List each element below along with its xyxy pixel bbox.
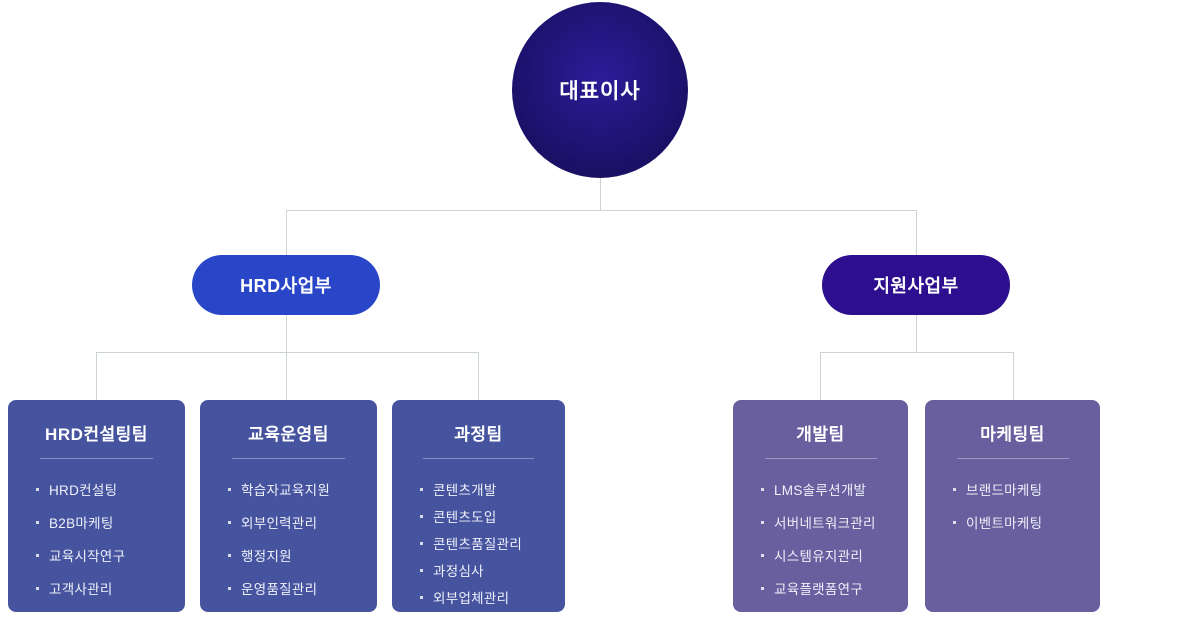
team-item-label: 콘텐츠개발 xyxy=(433,483,497,498)
connector-line xyxy=(916,315,917,352)
bullet-icon xyxy=(953,487,956,491)
connector-line xyxy=(478,352,479,400)
title-divider xyxy=(231,458,346,459)
bullet-icon xyxy=(36,586,39,590)
team-item: 시스템유지관리 xyxy=(761,545,898,565)
team-item-list: 학습자교육지원 외부인력관리 행정지원 운영품질관리 xyxy=(200,479,377,598)
connector-line xyxy=(600,178,601,210)
connector-line xyxy=(286,352,287,400)
connector-line xyxy=(286,210,287,255)
team-item: 콘텐츠도입 xyxy=(420,506,555,526)
team-item: HRD컨설팅 xyxy=(36,479,175,499)
bullet-icon xyxy=(36,553,39,557)
team-item-label: 외부인력관리 xyxy=(241,516,318,531)
team-item-label: 콘텐츠품질관리 xyxy=(433,537,523,552)
connector-line xyxy=(820,352,1013,353)
bullet-icon xyxy=(953,520,956,524)
team-item: 서버네트워크관리 xyxy=(761,512,898,532)
title-divider xyxy=(956,458,1069,459)
division-label: 지원사업부 xyxy=(873,276,959,296)
connector-line xyxy=(96,352,478,353)
division-node-support: 지원사업부 xyxy=(822,255,1010,315)
team-item-label: 고객사관리 xyxy=(49,582,113,597)
team-item: 교육플랫폼연구 xyxy=(761,578,898,598)
team-item-label: 행정지원 xyxy=(241,549,292,564)
team-item-label: HRD컨설팅 xyxy=(49,483,118,498)
bullet-icon xyxy=(36,520,39,524)
team-title: HRD컨설팅팀 xyxy=(45,425,148,444)
team-item: 콘텐츠개발 xyxy=(420,479,555,499)
team-item-label: 서버네트워크관리 xyxy=(774,516,876,531)
team-item: 외부인력관리 xyxy=(228,512,367,532)
connector-line xyxy=(1013,352,1014,400)
bullet-icon xyxy=(761,520,764,524)
team-title: 과정팀 xyxy=(454,425,503,444)
bullet-icon xyxy=(420,487,423,491)
bullet-icon xyxy=(228,553,231,557)
team-item: 학습자교육지원 xyxy=(228,479,367,499)
team-item: 교육시작연구 xyxy=(36,545,175,565)
team-item: 고객사관리 xyxy=(36,578,175,598)
team-item: LMS솔루션개발 xyxy=(761,479,898,499)
connector-line xyxy=(96,352,97,400)
team-item-label: 이벤트마케팅 xyxy=(966,516,1043,531)
team-item: 외부업체관리 xyxy=(420,587,555,607)
bullet-icon xyxy=(228,586,231,590)
team-item: 콘텐츠품질관리 xyxy=(420,533,555,553)
connector-line xyxy=(286,210,916,211)
team-card-marketing: 마케팅팀 브랜드마케팅 이벤트마케팅 xyxy=(925,400,1100,612)
team-item-label: 운영품질관리 xyxy=(241,582,318,597)
team-item-label: 과정심사 xyxy=(433,564,484,579)
team-item-label: 학습자교육지원 xyxy=(241,483,331,498)
team-title: 마케팅팀 xyxy=(980,425,1045,444)
team-card-course: 과정팀 콘텐츠개발 콘텐츠도입 콘텐츠품질관리 과정심사 외부업체관리 xyxy=(392,400,565,612)
bullet-icon xyxy=(761,487,764,491)
team-item: 운영품질관리 xyxy=(228,578,367,598)
bullet-icon xyxy=(36,487,39,491)
team-item-label: 교육시작연구 xyxy=(49,549,126,564)
team-item-label: 교육플랫폼연구 xyxy=(774,582,864,597)
team-item-list: LMS솔루션개발 서버네트워크관리 시스템유지관리 교육플랫폼연구 xyxy=(733,479,908,598)
team-item: 행정지원 xyxy=(228,545,367,565)
title-divider xyxy=(764,458,877,459)
connector-line xyxy=(286,315,287,352)
team-item-list: HRD컨설팅 B2B마케팅 교육시작연구 고객사관리 xyxy=(8,479,185,598)
bullet-icon xyxy=(228,520,231,524)
bullet-icon xyxy=(420,595,423,599)
team-item-label: 시스템유지관리 xyxy=(774,549,864,564)
connector-line xyxy=(820,352,821,400)
team-card-development: 개발팀 LMS솔루션개발 서버네트워크관리 시스템유지관리 교육플랫폼연구 xyxy=(733,400,908,612)
bullet-icon xyxy=(420,514,423,518)
division-node-hrd: HRD사업부 xyxy=(192,255,380,315)
team-item-label: 브랜드마케팅 xyxy=(966,483,1043,498)
root-node-ceo: 대표이사 xyxy=(512,2,688,178)
bullet-icon xyxy=(420,568,423,572)
team-item-list: 콘텐츠개발 콘텐츠도입 콘텐츠품질관리 과정심사 외부업체관리 xyxy=(392,479,565,607)
team-card-education-operations: 교육운영팀 학습자교육지원 외부인력관리 행정지원 운영품질관리 xyxy=(200,400,377,612)
team-title: 교육운영팀 xyxy=(248,425,329,444)
team-item: 브랜드마케팅 xyxy=(953,479,1090,499)
team-item-label: B2B마케팅 xyxy=(49,516,114,531)
team-item: 과정심사 xyxy=(420,560,555,580)
bullet-icon xyxy=(420,541,423,545)
division-label: HRD사업부 xyxy=(240,276,332,296)
team-card-hrd-consulting: HRD컨설팅팀 HRD컨설팅 B2B마케팅 교육시작연구 고객사관리 xyxy=(8,400,185,612)
team-item: B2B마케팅 xyxy=(36,512,175,532)
team-item: 이벤트마케팅 xyxy=(953,512,1090,532)
root-node-label: 대표이사 xyxy=(559,80,641,103)
connector-line xyxy=(916,210,917,255)
team-item-list: 브랜드마케팅 이벤트마케팅 xyxy=(925,479,1100,532)
title-divider xyxy=(39,458,154,459)
bullet-icon xyxy=(761,553,764,557)
team-title: 개발팀 xyxy=(796,425,845,444)
bullet-icon xyxy=(761,586,764,590)
title-divider xyxy=(423,458,534,459)
team-item-label: 콘텐츠도입 xyxy=(433,510,497,525)
bullet-icon xyxy=(228,487,231,491)
team-item-label: LMS솔루션개발 xyxy=(774,483,867,498)
team-item-label: 외부업체관리 xyxy=(433,591,510,606)
